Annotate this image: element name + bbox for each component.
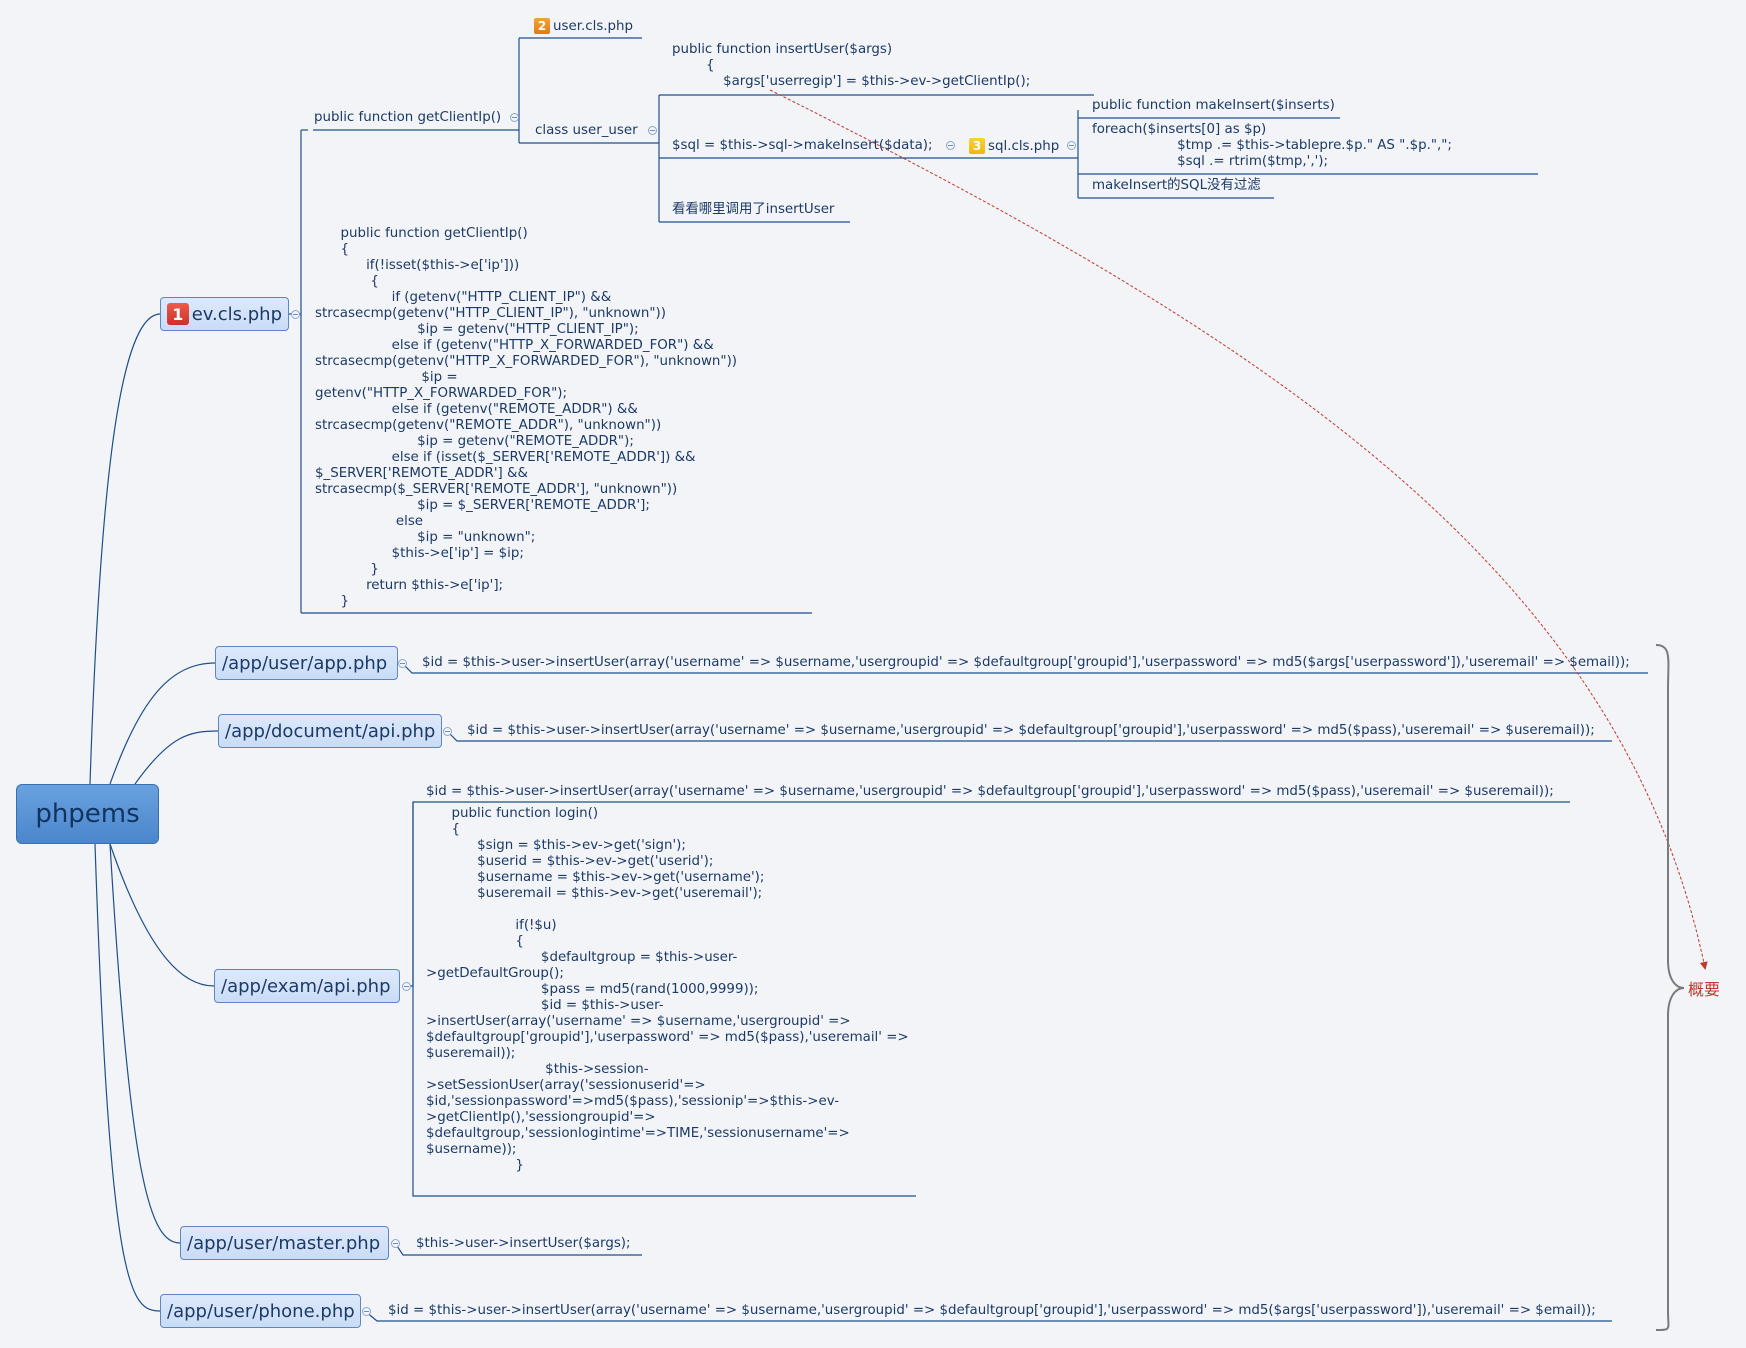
branch-line-app-user-app xyxy=(109,662,216,785)
topic-app-user-master[interactable]: /app/user/master.php xyxy=(180,1226,389,1260)
branch-line-app-user-master xyxy=(109,843,181,1244)
app-user-master-code[interactable]: $this->user->insertUser($args); xyxy=(416,1236,631,1251)
topic-ev-cls-php[interactable]: 1 ev.cls.php xyxy=(160,297,289,331)
branch-line-ev xyxy=(89,313,161,785)
collapse-toggle-icon[interactable] xyxy=(291,310,300,319)
summary-label[interactable]: 概要 xyxy=(1688,980,1721,999)
branch-line-app-user-phone xyxy=(94,843,161,1312)
topic-app-document-api[interactable]: /app/document/api.php xyxy=(218,714,442,748)
collapse-toggle-icon[interactable] xyxy=(946,141,955,150)
collapse-toggle-icon[interactable] xyxy=(443,727,452,736)
collapse-toggle-icon[interactable] xyxy=(398,659,407,668)
sql-makeinsert-call[interactable]: $sql = $this->sql->makeInsert($data); xyxy=(672,138,933,153)
no-filter-note[interactable]: makeInsert的SQL没有过滤 xyxy=(1092,178,1261,193)
foreach-code[interactable]: foreach($inserts[0] as $p) $tmp .= $this… xyxy=(1092,122,1452,169)
app-exam-api-login-code[interactable]: public function login() { $sign = $this-… xyxy=(426,806,909,1173)
who-calls-note[interactable]: 看看哪里调用了insertUser xyxy=(672,202,835,217)
app-exam-api-code-header[interactable]: $id = $this->user->insertUser(array('use… xyxy=(426,784,1554,799)
class-user-user-label[interactable]: class user_user xyxy=(535,123,638,138)
topic-label: ev.cls.php xyxy=(191,303,282,325)
topic-app-exam-api[interactable]: /app/exam/api.php xyxy=(214,969,400,1003)
collapse-toggle-icon[interactable] xyxy=(391,1239,400,1248)
sql-cls-php-text: sql.cls.php xyxy=(988,139,1060,154)
summary-brace xyxy=(1655,644,1685,1331)
branch-line-app-exam-api xyxy=(109,843,215,987)
topic-app-user-phone[interactable]: /app/user/phone.php xyxy=(160,1294,361,1328)
branch-line-app-document-api xyxy=(134,730,219,785)
app-user-phone-code[interactable]: $id = $this->user->insertUser(array('use… xyxy=(388,1303,1596,1318)
collapse-toggle-icon[interactable] xyxy=(1067,141,1076,150)
insertuser-code[interactable]: public function insertUser($args) { $arg… xyxy=(672,42,1031,89)
relation-arrow xyxy=(769,89,1708,970)
topic-app-user-app[interactable]: /app/user/app.php xyxy=(215,646,398,680)
priority-2-icon: 2 xyxy=(534,18,550,34)
priority-1-icon: 1 xyxy=(167,303,189,325)
user-cls-php-text: user.cls.php xyxy=(553,19,634,34)
makeinsert-signature[interactable]: public function makeInsert($inserts) xyxy=(1092,98,1335,113)
app-document-api-code[interactable]: $id = $this->user->insertUser(array('use… xyxy=(467,723,1595,738)
collapse-toggle-icon[interactable] xyxy=(648,126,657,135)
getclientip-label[interactable]: public function getClientIp() xyxy=(314,110,502,125)
collapse-toggle-icon[interactable] xyxy=(402,982,411,991)
collapse-toggle-icon[interactable] xyxy=(362,1307,371,1316)
collapse-toggle-icon[interactable] xyxy=(510,113,519,122)
root-topic[interactable]: phpems xyxy=(16,784,159,844)
getclientip-code[interactable]: public function getClientIp() { if(!isse… xyxy=(315,226,738,609)
app-user-app-code[interactable]: $id = $this->user->insertUser(array('use… xyxy=(422,655,1630,670)
priority-3-icon: 3 xyxy=(969,138,985,154)
